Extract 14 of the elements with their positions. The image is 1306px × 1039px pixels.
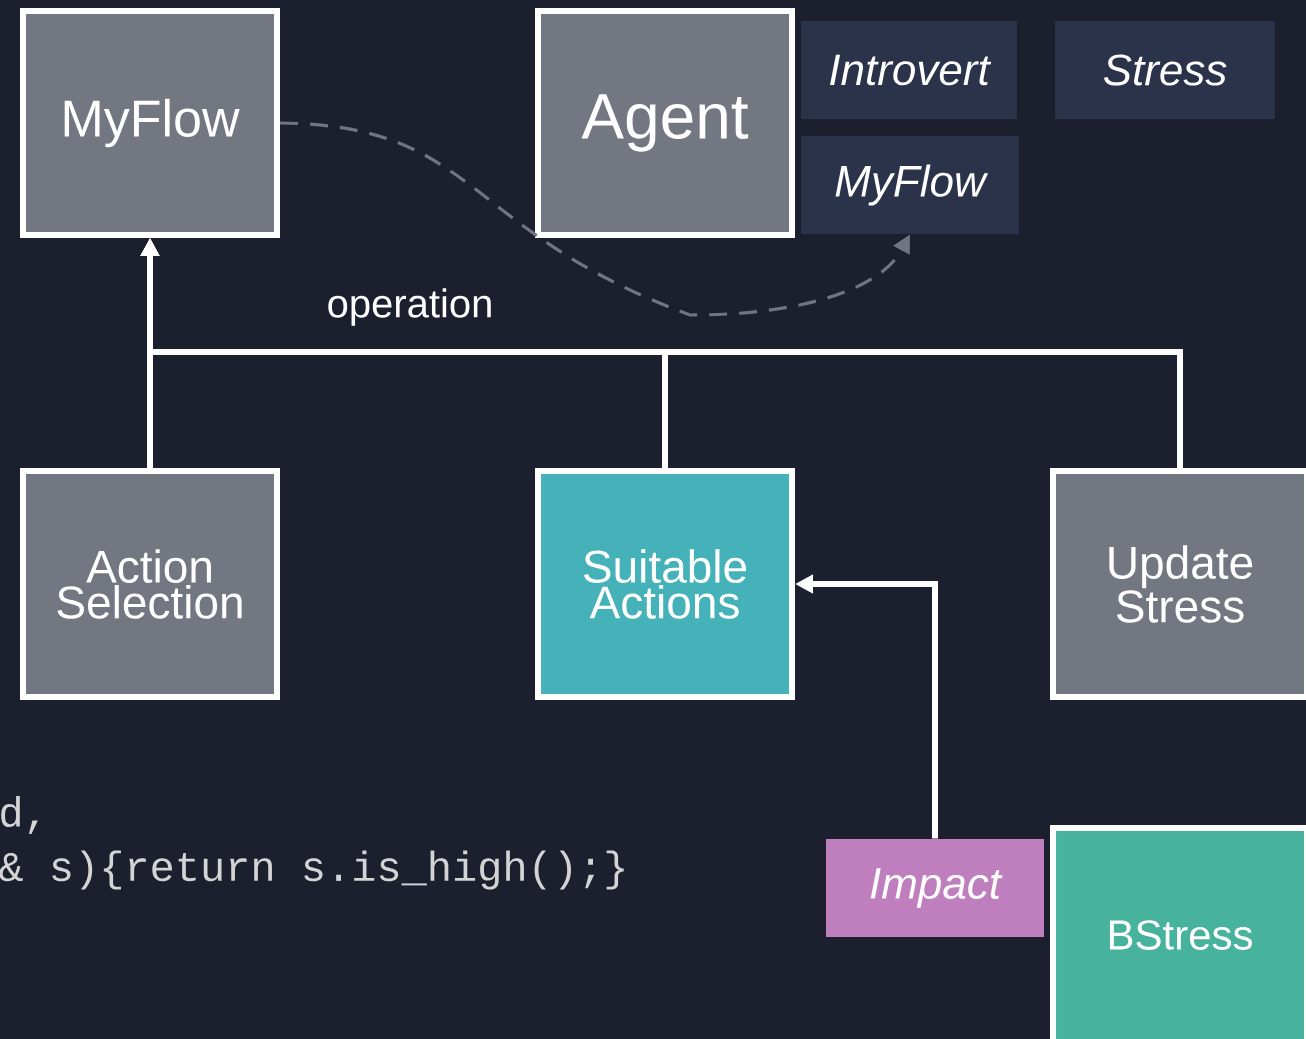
code-line: & s){return s.is_high();} — [0, 850, 624, 890]
tag-box: Impact — [826, 839, 1044, 937]
process-box: Suitable Actions — [535, 468, 795, 700]
process-box: Action Selection — [20, 468, 280, 700]
tag-box: MyFlow — [801, 136, 1019, 234]
code-line: d, — [1, 796, 38, 834]
behaviour-box: BStress — [1050, 825, 1306, 1039]
process-box: Update Stress — [1050, 468, 1306, 700]
flow-box: MyFlow — [20, 8, 280, 238]
agent-box: Agent — [535, 8, 795, 238]
tag-box: Stress — [1055, 21, 1275, 119]
annotation-label: operation — [328, 288, 491, 326]
tag-box: Introvert — [801, 21, 1017, 119]
arrow — [279, 121, 910, 317]
